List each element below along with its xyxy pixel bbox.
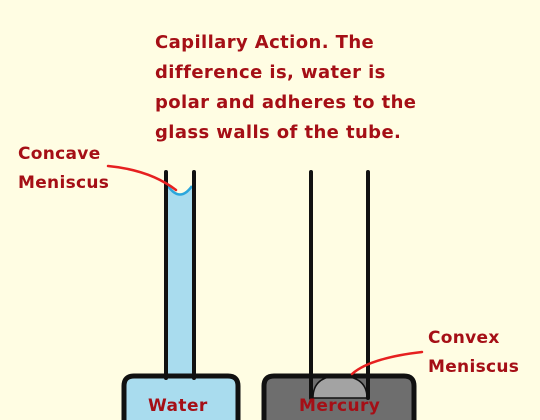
caption-line: difference is, water is — [155, 62, 386, 83]
mercury-label: Mercury — [299, 396, 381, 416]
convex-label-line: Meniscus — [428, 357, 520, 377]
caption-line: glass walls of the tube. — [155, 122, 402, 143]
concave-label-line: Meniscus — [18, 173, 110, 193]
convex-leader-line — [350, 350, 424, 376]
water-column — [168, 186, 192, 378]
concave-meniscus — [166, 185, 194, 196]
caption-line: Capillary Action. The — [155, 32, 375, 53]
caption-line: polar and adheres to the — [155, 92, 417, 113]
mercury-beaker-wall — [261, 373, 417, 420]
concave-leader-line — [106, 164, 178, 192]
water-label: Water — [148, 396, 208, 416]
caption: Capillary Action. The difference is, wate… — [155, 28, 416, 148]
water-beaker-fill — [124, 376, 238, 420]
concave-label-line: Concave — [18, 144, 101, 164]
convex-label-line: Convex — [428, 328, 500, 348]
water-beaker-wall — [121, 373, 241, 420]
